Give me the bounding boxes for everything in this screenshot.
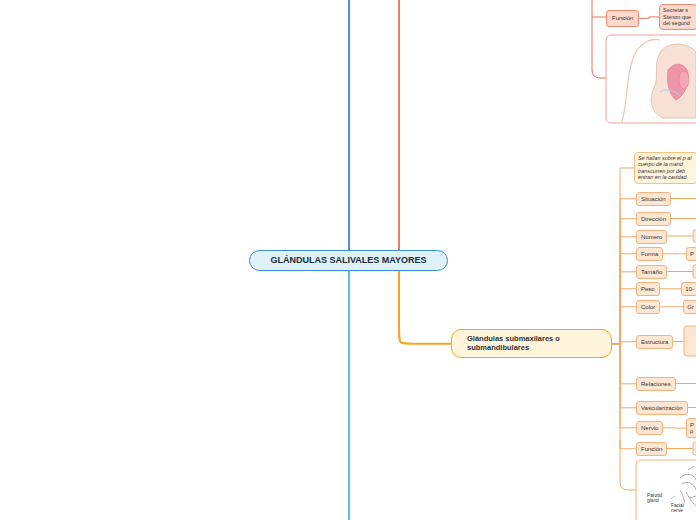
figure-label: Parotid gland — [646, 493, 670, 504]
node-text: 10- — [685, 286, 694, 293]
value-box: P — [686, 247, 696, 261]
topic-box: Forma — [636, 247, 663, 261]
node-text: Función — [612, 15, 633, 22]
topic-box: Tamaño — [636, 265, 667, 279]
image-frame — [606, 35, 696, 123]
connector — [612, 344, 636, 408]
value-box: 10- — [681, 282, 696, 296]
connector — [639, 17, 659, 18]
topic-box: Dirección — [636, 212, 671, 226]
node-text: P — [690, 251, 694, 258]
connector — [612, 344, 636, 428]
node-text: Situación — [641, 196, 666, 203]
connector — [612, 199, 636, 344]
connector — [399, 271, 451, 344]
topic-box: Nervio — [636, 421, 663, 435]
node-text: Tamaño — [641, 269, 662, 276]
node-text: Color — [641, 304, 655, 311]
branch-line — [348, 0, 350, 250]
connector — [612, 289, 636, 344]
node-text: Glándulas submaxilares o submandibulares — [467, 335, 579, 352]
node-text: Función — [641, 446, 662, 453]
connector — [663, 253, 686, 254]
node-text: Gr — [687, 304, 694, 311]
value-box: P p — [686, 418, 696, 438]
topic-box: Función — [606, 10, 639, 27]
connector — [612, 344, 636, 384]
figure-label: Facial nerve — [670, 503, 690, 514]
node-text: Nervio — [641, 425, 658, 432]
connector — [612, 344, 636, 449]
connector — [660, 306, 683, 307]
connector — [612, 168, 634, 344]
connector — [612, 237, 636, 344]
node-text: Peso — [641, 286, 655, 293]
node-text: Vascularización — [641, 405, 683, 412]
value-box: Gr — [683, 300, 696, 314]
bracket-line — [592, 0, 606, 78]
main-branch: Glándulas submaxilares o submandibulares — [451, 329, 612, 358]
image-frame — [636, 460, 696, 520]
node-text: Dirección — [641, 216, 666, 223]
connector — [660, 288, 682, 289]
branch-line — [398, 0, 400, 250]
connector — [663, 427, 686, 428]
value-box: Secretar s Stenon que del segund — [659, 4, 696, 30]
node-text: Relaciones — [641, 381, 671, 388]
node-text: GLÁNDULAS SALIVALES MAYORES — [260, 251, 437, 270]
topic-box: Color — [636, 300, 660, 314]
node-text: Estructura — [641, 339, 668, 346]
topic-box: Estructura — [636, 335, 673, 349]
note-box: Se hallan sobre el p al cuerpo de la man… — [634, 152, 696, 184]
node-text: Número — [641, 234, 662, 241]
connector — [612, 307, 636, 344]
topic-box: Función — [636, 442, 667, 456]
connector — [612, 219, 636, 344]
topic-box: Relaciones — [636, 377, 676, 391]
topic-box: Número — [636, 230, 667, 244]
value-boxes — [684, 230, 696, 455]
gland-illustration — [668, 466, 696, 514]
node-text: Se hallan sobre el p al cuerpo de la man… — [638, 155, 694, 181]
connector — [612, 254, 636, 344]
ear-illustration — [622, 40, 696, 123]
topic-box: Situación — [636, 192, 671, 206]
node-text: P p — [690, 422, 694, 435]
branch-line — [348, 271, 350, 520]
topic-box: Vascularización — [636, 401, 688, 415]
connector — [612, 272, 636, 344]
topic-box: Peso — [636, 282, 660, 296]
node-text: Forma — [641, 251, 658, 258]
bracket-line — [620, 440, 636, 490]
central-topic: GLÁNDULAS SALIVALES MAYORES — [249, 250, 448, 271]
node-text: Secretar s Stenon que del segund — [663, 7, 694, 27]
